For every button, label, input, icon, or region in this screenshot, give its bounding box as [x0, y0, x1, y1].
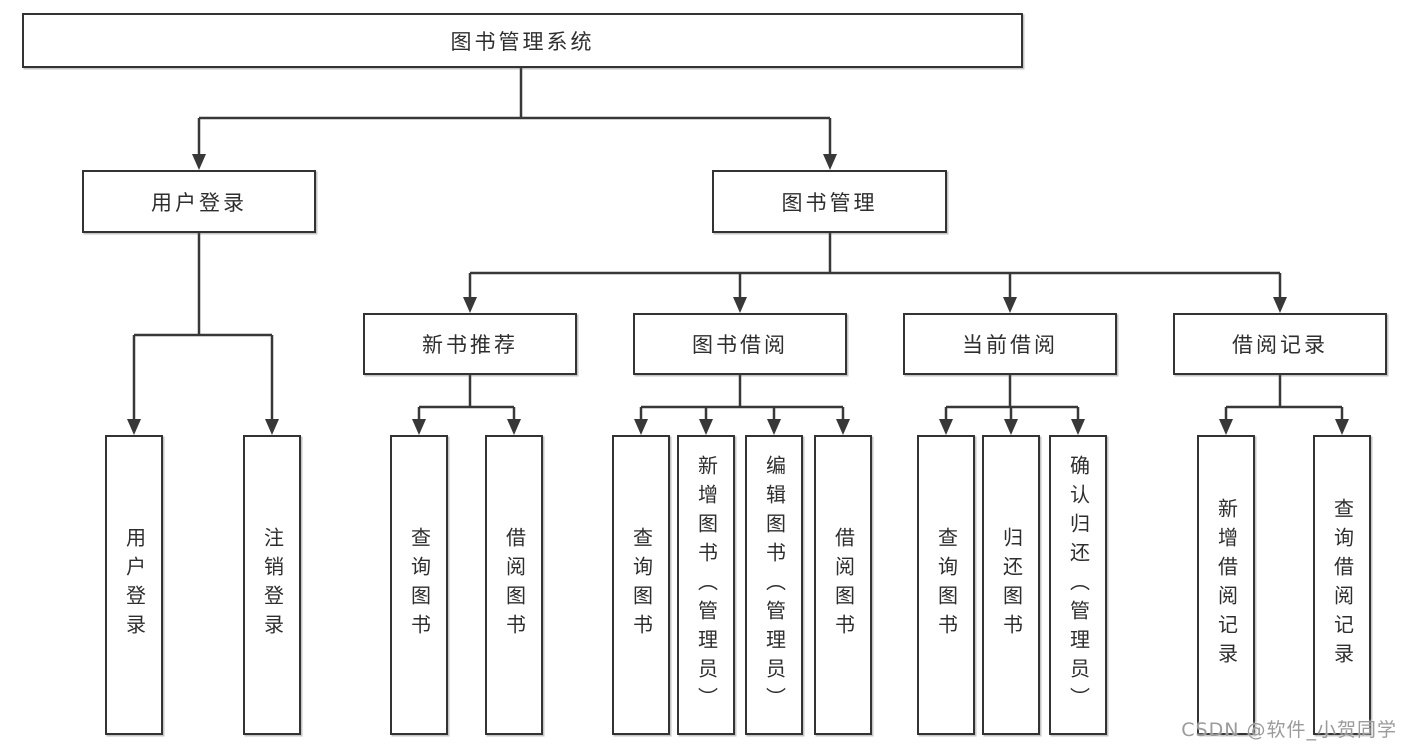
node-label: 编辑图书（管理员）	[762, 454, 787, 716]
node-borrowing-records: 借阅记录	[1173, 313, 1387, 375]
leaf-logout: 注销登录	[243, 435, 301, 735]
leaf-user-login: 用户登录	[105, 435, 163, 735]
node-label: 图书管理系统	[450, 29, 595, 54]
node-library-management-system: 图书管理系统	[22, 13, 1023, 68]
node-new-book-recommendation: 新书推荐	[363, 313, 577, 375]
leaf-add-books-admin: 新增图书（管理员）	[677, 435, 735, 735]
leaf-query-borrow-record: 查询借阅记录	[1313, 435, 1371, 735]
node-label: 确认归还（管理员）	[1066, 454, 1091, 716]
node-label: 借阅记录	[1232, 333, 1328, 357]
node-label: 借阅图书	[502, 527, 527, 643]
node-label: 新增借阅记录	[1214, 498, 1239, 672]
node-label: 新书推荐	[422, 333, 518, 357]
node-label: 查询图书	[629, 527, 654, 643]
leaf-borrow-books-recommend: 借阅图书	[485, 435, 543, 735]
leaf-add-borrow-record: 新增借阅记录	[1197, 435, 1255, 735]
node-label: 图书管理	[781, 190, 878, 215]
node-label: 用户登录	[151, 190, 247, 215]
leaf-borrow-books: 借阅图书	[814, 435, 872, 735]
node-label: 注销登录	[260, 527, 285, 643]
leaf-edit-books-admin: 编辑图书（管理员）	[745, 435, 803, 735]
leaf-query-books-borrowing: 查询图书	[612, 435, 670, 735]
leaf-confirm-return-admin: 确认归还（管理员）	[1049, 435, 1107, 735]
node-book-borrowing: 图书借阅	[633, 313, 847, 375]
node-label: 借阅图书	[831, 527, 856, 643]
node-label: 查询图书	[407, 527, 432, 643]
node-label: 当前借阅	[962, 333, 1058, 357]
node-label: 新增图书（管理员）	[694, 454, 719, 716]
leaf-query-books-current: 查询图书	[917, 435, 975, 735]
node-user-login: 用户登录	[82, 170, 316, 233]
node-label: 归还图书	[999, 527, 1024, 643]
node-current-borrowing: 当前借阅	[903, 313, 1117, 375]
node-label: 图书借阅	[692, 333, 788, 357]
node-label: 查询借阅记录	[1330, 498, 1355, 672]
leaf-query-books-recommend: 查询图书	[390, 435, 448, 735]
node-book-management: 图书管理	[712, 170, 947, 233]
node-label: 查询图书	[934, 527, 959, 643]
node-label: 用户登录	[122, 527, 147, 643]
csdn-watermark: CSDN @软件_小贺同学	[1181, 719, 1397, 741]
leaf-return-books: 归还图书	[982, 435, 1040, 735]
